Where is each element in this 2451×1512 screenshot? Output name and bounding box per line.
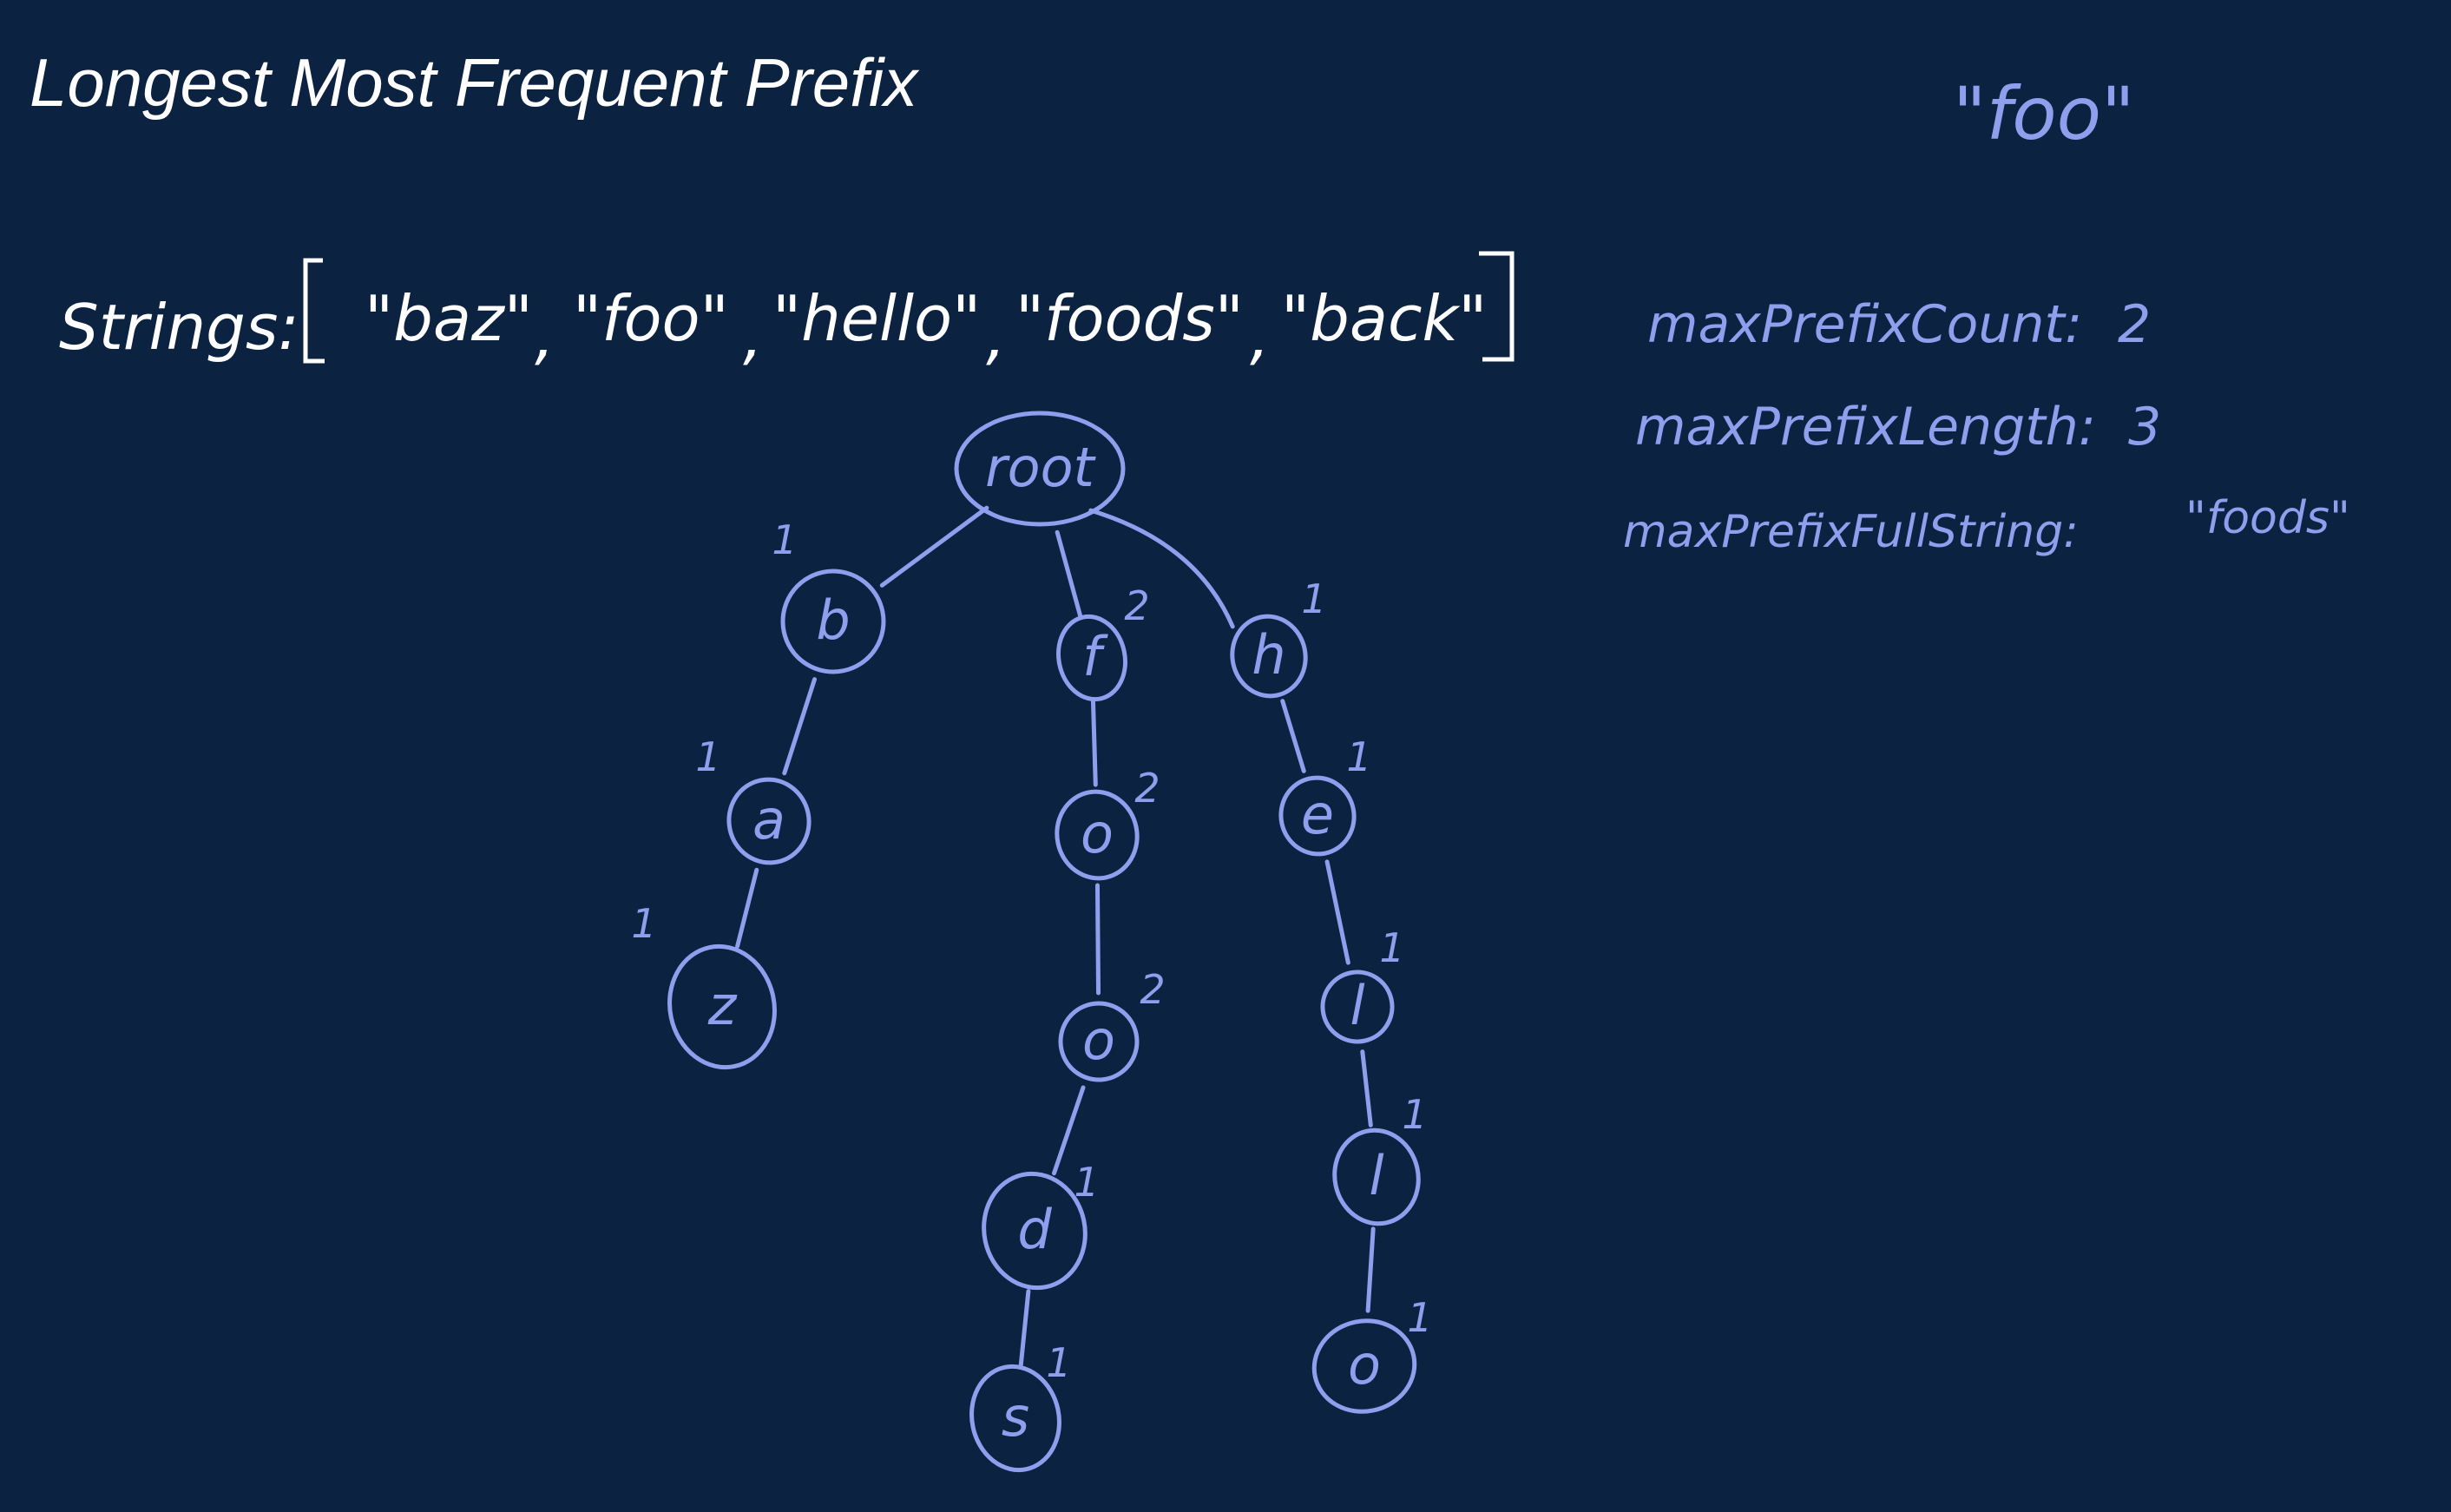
trie-edge bbox=[1018, 1289, 1031, 1367]
string-item: "back" bbox=[1281, 282, 1487, 355]
trie-node-label: e bbox=[1301, 783, 1334, 846]
trie-node-z bbox=[667, 943, 777, 1070]
trie-node-label: o bbox=[1348, 1333, 1381, 1397]
trie-node-count: 1 bbox=[1379, 924, 1404, 971]
max-prefix-count-label: maxPrefixCount: bbox=[1647, 294, 2082, 355]
string-separator: , bbox=[743, 299, 763, 372]
trie-edge bbox=[1360, 1049, 1373, 1127]
trie-edge bbox=[1052, 1085, 1086, 1176]
trie-node-o3 bbox=[1311, 1318, 1417, 1414]
trie-node-label: s bbox=[1002, 1385, 1029, 1449]
trie-edge bbox=[1088, 508, 1235, 629]
stats-panel: maxPrefixCount: 2 maxPrefixLength: 3 max… bbox=[1623, 294, 2350, 558]
trie-node-label: h bbox=[1252, 623, 1285, 687]
trie-node-o2 bbox=[1058, 1001, 1140, 1082]
result-word: "foo" bbox=[1953, 71, 2135, 156]
strings-label: Strings: bbox=[59, 291, 299, 364]
trie-edge bbox=[1055, 529, 1083, 619]
trie-edge bbox=[879, 505, 989, 588]
trie-node-a bbox=[726, 777, 812, 865]
trie-node-label: b bbox=[816, 588, 850, 652]
trie-edge bbox=[1280, 699, 1306, 773]
max-prefix-full-string-label: maxPrefixFullString: bbox=[1623, 506, 2079, 558]
trie-node-count: 1 bbox=[1407, 1294, 1432, 1341]
trie-edge bbox=[1365, 1226, 1376, 1313]
trie-edge bbox=[782, 677, 818, 776]
right-bracket bbox=[1479, 251, 1515, 362]
max-prefix-length-label: maxPrefixLength: bbox=[1635, 397, 2096, 457]
trie-node-o1 bbox=[1055, 789, 1140, 881]
string-separator: , bbox=[535, 299, 555, 372]
trie-node-count: 1 bbox=[1402, 1091, 1427, 1138]
trie-node-b bbox=[780, 569, 886, 674]
trie-node-label: o bbox=[1081, 802, 1114, 865]
trie-node-s bbox=[969, 1364, 1061, 1473]
trie-node-count: 2 bbox=[1124, 582, 1149, 629]
trie-node-count: 1 bbox=[1046, 1339, 1071, 1386]
page-title: Longest Most Frequent Prefix bbox=[30, 44, 920, 121]
trie-node-count: 1 bbox=[695, 733, 720, 780]
trie-node-h bbox=[1230, 614, 1308, 699]
max-prefix-full-string-value: "foods" bbox=[2185, 492, 2350, 544]
trie-node-label: f bbox=[1082, 625, 1108, 688]
trie-node-count: 1 bbox=[1074, 1159, 1099, 1206]
string-separator: , bbox=[986, 299, 1006, 372]
trie-edge bbox=[1324, 859, 1350, 965]
left-bracket bbox=[303, 258, 325, 364]
trie-node-count: 2 bbox=[1140, 966, 1165, 1013]
trie-node-label: d bbox=[1017, 1198, 1052, 1261]
trie-node-l2 bbox=[1332, 1127, 1421, 1226]
trie-node-l1 bbox=[1320, 970, 1395, 1044]
trie-node-d bbox=[982, 1171, 1088, 1291]
trie-root-label: root bbox=[985, 436, 1096, 499]
max-prefix-count-value: 2 bbox=[2118, 294, 2151, 355]
trie-edge bbox=[735, 867, 759, 949]
trie-node-count: 1 bbox=[1346, 733, 1371, 780]
max-prefix-length-value: 3 bbox=[2128, 397, 2161, 457]
string-item: "hello" bbox=[772, 282, 981, 355]
string-item: "baz" bbox=[365, 282, 533, 355]
trie-node-label: o bbox=[1082, 1009, 1115, 1072]
trie-node-count: 1 bbox=[631, 900, 656, 947]
string-item: "foods" bbox=[1015, 282, 1244, 355]
string-separator: , bbox=[1250, 299, 1270, 372]
trie-node-label: z bbox=[707, 974, 738, 1037]
string-item: "foo" bbox=[573, 282, 729, 355]
trie-node-label: l bbox=[1350, 974, 1364, 1037]
trie-node-count: 1 bbox=[1301, 575, 1326, 622]
strings-row: Strings: "baz" , "foo" , "hello" , "food… bbox=[59, 251, 1515, 372]
trie-node-label: l bbox=[1369, 1144, 1383, 1207]
trie-node-f bbox=[1056, 614, 1127, 702]
trie-node-count: 2 bbox=[1134, 765, 1160, 812]
trie-node-e bbox=[1278, 775, 1357, 857]
trie-node-count: 1 bbox=[772, 516, 797, 563]
trie-edge bbox=[1094, 883, 1101, 996]
trie-edge bbox=[1090, 699, 1098, 787]
trie-root-node bbox=[954, 411, 1126, 527]
trie-node-label: a bbox=[752, 788, 785, 851]
